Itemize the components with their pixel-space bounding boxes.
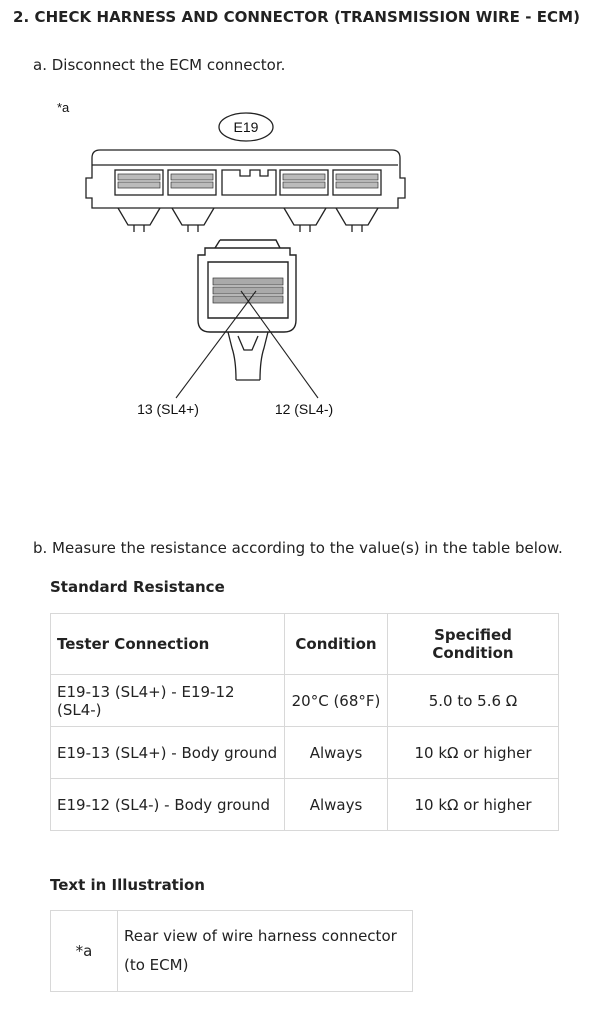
table-cell: 5.0 to 5.6 Ω: [387, 674, 559, 727]
text-in-illustration-table: *a Rear view of wire harness connector (…: [50, 910, 413, 992]
table-cell: Rear view of wire harness connector (to …: [117, 910, 413, 992]
step-b-text: b. Measure the resistance according to t…: [33, 539, 563, 557]
table-cell: 10 kΩ or higher: [387, 726, 559, 779]
pin-13-label: 13 (SL4+): [137, 401, 199, 417]
table-cell: 10 kΩ or higher: [387, 778, 559, 831]
column-header: Condition: [284, 613, 388, 675]
connector-id-label: E19: [234, 119, 259, 135]
table-cell: E19-13 (SL4+) - Body ground: [50, 726, 285, 779]
table-cell: *a: [50, 910, 118, 992]
text-in-illustration-title: Text in Illustration: [50, 876, 205, 894]
standard-resistance-title: Standard Resistance: [50, 578, 225, 596]
ecm-connector-diagram: E19 *a 13 (SL4+) 12 (SL4-): [57, 100, 406, 417]
table-row: E19-13 (SL4+) - Body ground Always 10 kΩ…: [50, 726, 559, 779]
table-row: E19-12 (SL4-) - Body ground Always 10 kΩ…: [50, 778, 559, 831]
section-heading: 2. CHECK HARNESS AND CONNECTOR (TRANSMIS…: [13, 8, 580, 26]
pin-12-label: 12 (SL4-): [275, 401, 333, 417]
column-header: Specified Condition: [387, 613, 559, 675]
standard-resistance-table: Tester Connection Condition Specified Co…: [50, 613, 559, 831]
table-header-row: Tester Connection Condition Specified Co…: [50, 613, 559, 675]
table-row: E19-13 (SL4+) - E19-12 (SL4-) 20°C (68°F…: [50, 674, 559, 727]
callout-marker: *a: [57, 100, 70, 115]
column-header: Tester Connection: [50, 613, 285, 675]
step-a-text: a. Disconnect the ECM connector.: [33, 56, 286, 74]
table-cell: E19-13 (SL4+) - E19-12 (SL4-): [50, 674, 285, 727]
table-cell: E19-12 (SL4-) - Body ground: [50, 778, 285, 831]
table-row: *a Rear view of wire harness connector (…: [50, 910, 413, 992]
table-cell: Always: [284, 778, 388, 831]
table-cell: Always: [284, 726, 388, 779]
table-cell: 20°C (68°F): [284, 674, 388, 727]
